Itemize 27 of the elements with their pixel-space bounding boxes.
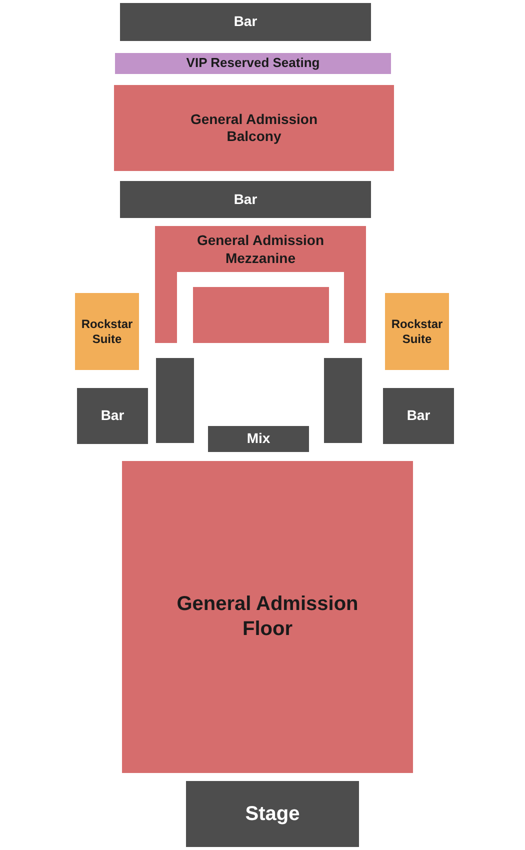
floor-section	[122, 461, 413, 773]
seating-section	[193, 287, 329, 343]
section-label: Bar	[406, 407, 430, 425]
seating-section	[114, 85, 394, 171]
mix-section	[208, 426, 309, 452]
bar-section	[77, 388, 148, 444]
stage	[186, 781, 359, 847]
section-label: General Admission Floor	[176, 592, 360, 642]
section-label: Rockstar Suite	[390, 316, 444, 346]
section-label: General Admission Mezzanine	[196, 232, 326, 267]
section-label: VIP Reserved Seating	[186, 55, 320, 72]
bar-section	[120, 3, 371, 41]
section-label: Stage	[245, 802, 300, 826]
section-label: Mix	[246, 430, 270, 448]
seating-section	[115, 53, 391, 74]
suite-section	[385, 293, 449, 370]
seating-section	[155, 226, 366, 343]
section-label: General Admission Balcony	[189, 110, 319, 146]
section-label: Bar	[234, 13, 258, 31]
bar-section	[383, 388, 454, 444]
pillar-block	[156, 358, 194, 443]
section-label: Bar	[100, 407, 124, 425]
bar-section	[120, 181, 371, 218]
section-label: Bar	[234, 190, 258, 208]
section-label: Rockstar Suite	[80, 316, 134, 346]
suite-section	[75, 293, 139, 370]
pillar-block	[324, 358, 362, 443]
